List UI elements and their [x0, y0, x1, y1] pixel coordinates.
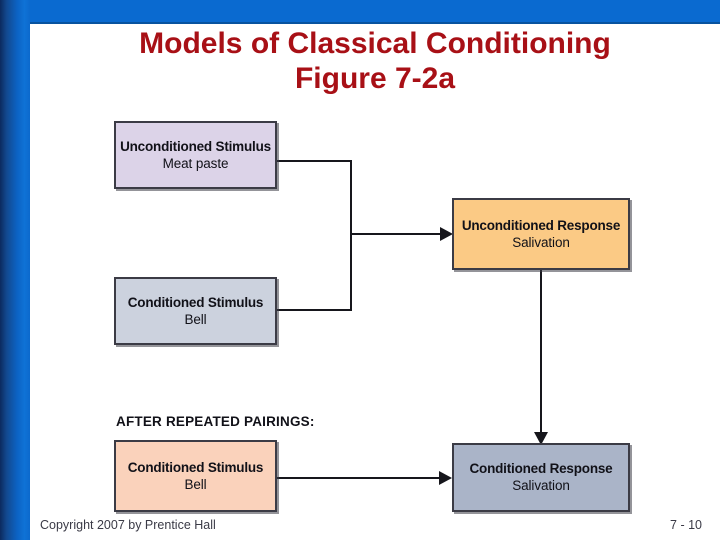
- after-repeated-pairings-label: AFTER REPEATED PAIRINGS:: [116, 414, 315, 429]
- node-conditioned-stimulus: Conditioned Stimulus Bell: [114, 277, 277, 345]
- connector-spine-to-ur: [350, 233, 444, 235]
- connector-cs2-to-cr: [277, 477, 443, 479]
- node-conditioned-stimulus-title: Conditioned Stimulus: [127, 294, 264, 310]
- top-accent-bar-shadow: [30, 22, 720, 24]
- node-unconditioned-response: Unconditioned Response Salivation: [452, 198, 630, 270]
- page-title: Models of Classical Conditioning Figure …: [30, 26, 720, 96]
- node-conditioned-stimulus-after-subtitle: Bell: [184, 476, 207, 492]
- footer-page-number: 7 - 10: [670, 518, 702, 532]
- node-unconditioned-response-subtitle: Salivation: [512, 234, 570, 250]
- node-conditioned-response-title: Conditioned Response: [469, 461, 613, 476]
- node-unconditioned-response-title: Unconditioned Response: [461, 217, 621, 233]
- connector-cs-to-spine: [277, 309, 352, 311]
- node-unconditioned-stimulus-subtitle: Meat paste: [162, 155, 229, 171]
- arrowhead-to-unconditioned-response-icon: [440, 227, 453, 241]
- arrowhead-right-to-conditioned-response-icon: [439, 471, 452, 485]
- top-accent-bar: [30, 0, 720, 22]
- node-unconditioned-stimulus: Unconditioned Stimulus Meat paste: [114, 121, 277, 189]
- arrowhead-down-to-conditioned-response-icon: [534, 432, 548, 445]
- connector-us-to-spine: [277, 160, 352, 162]
- node-unconditioned-stimulus-title: Unconditioned Stimulus: [120, 138, 271, 154]
- connector-bracket-spine: [350, 160, 352, 311]
- left-accent-band: [0, 0, 30, 540]
- node-conditioned-response-subtitle: Salivation: [512, 478, 570, 493]
- footer-copyright: Copyright 2007 by Prentice Hall: [40, 518, 216, 532]
- connector-ur-to-cr: [540, 270, 542, 436]
- title-line-1: Models of Classical Conditioning: [139, 27, 611, 60]
- title-line-2: Figure 7-2a: [294, 62, 456, 95]
- node-conditioned-response: Conditioned Response Salivation: [452, 443, 630, 512]
- node-conditioned-stimulus-after: Conditioned Stimulus Bell: [114, 440, 277, 512]
- node-conditioned-stimulus-subtitle: Bell: [184, 311, 207, 327]
- node-conditioned-stimulus-after-title: Conditioned Stimulus: [127, 459, 264, 475]
